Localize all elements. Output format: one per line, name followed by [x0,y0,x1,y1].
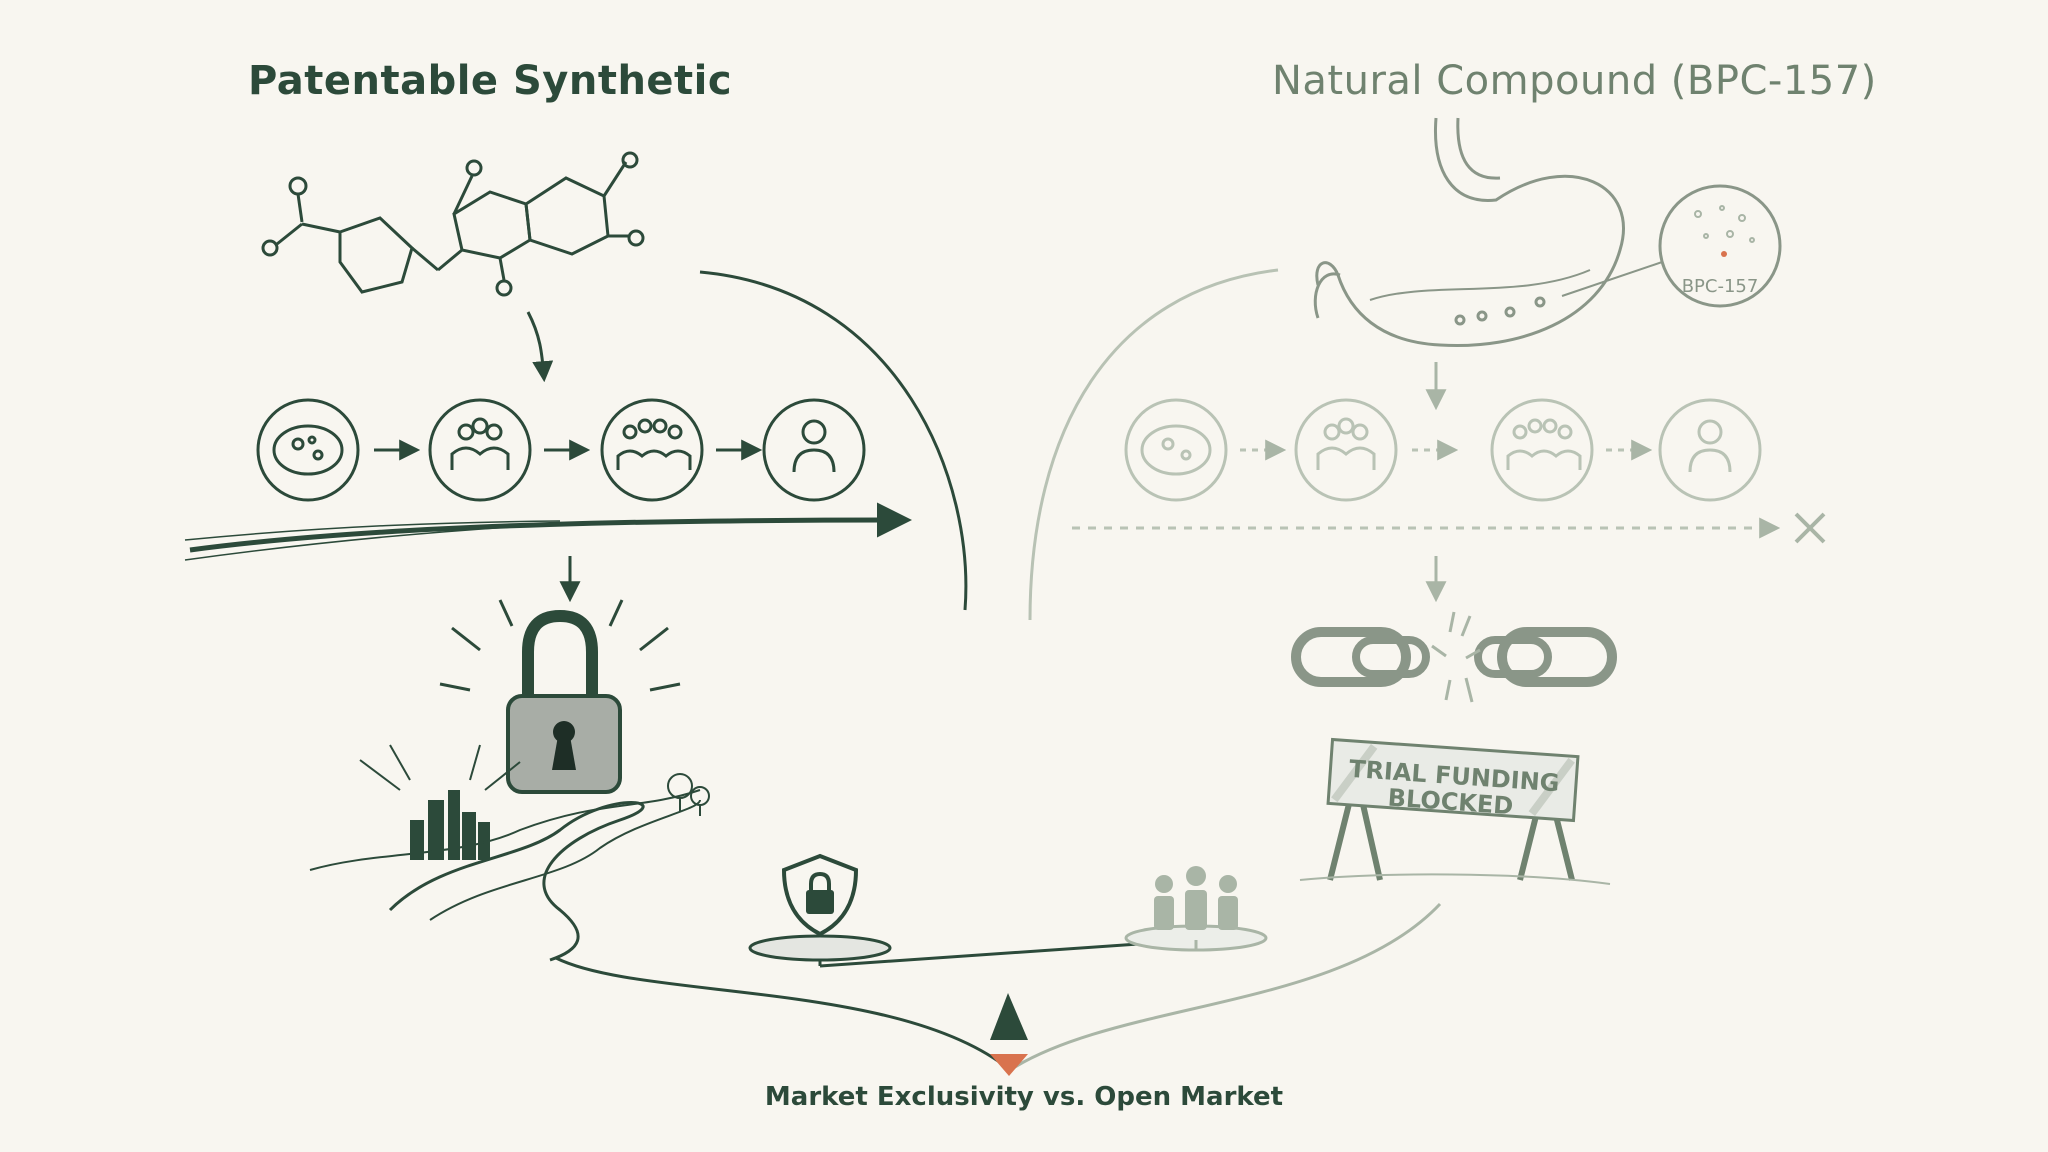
trial-funding-blocked-sign: TRIAL FUNDING BLOCKED [1299,737,1611,885]
bpc-bubble-label: BPC-157 [1682,276,1759,297]
right-pipeline [1124,398,1762,502]
city-road-landscape [309,744,710,962]
x-mark-icon [1794,512,1826,544]
caption-pointer-icon [990,1054,1028,1076]
bpc-pointer-line [1561,259,1669,297]
right-arc-curve [1028,268,1279,621]
title-natural-compound: Natural Compound (BPC-157) [1272,58,1877,104]
caption-market-exclusivity: Market Exclusivity vs. Open Market [764,1082,1284,1112]
large-group-icon [1490,398,1594,502]
stomach-icon [1313,117,1625,348]
molecule-to-pipeline-arrow [526,311,554,383]
left-converging-curve [555,956,1011,1072]
petri-dish-icon [256,398,360,502]
left-pipeline [256,398,866,502]
left-arc-curve [699,270,968,611]
padlock-icon [439,599,681,794]
molecule-structure-icon [261,151,645,297]
left-fast-track-arrow [184,502,912,561]
title-patentable-synthetic: Patentable Synthetic [248,58,733,104]
people-icon [1154,866,1238,930]
small-group-icon [1294,398,1398,502]
large-group-icon [600,398,704,502]
petri-dish-icon [1124,398,1228,502]
balance-scale [748,924,1268,1040]
shield-lock-icon [781,853,859,937]
broken-chain-icon [1291,611,1617,703]
right-converging-curve [1009,902,1442,1072]
single-person-icon [762,398,866,502]
single-person-icon [1658,398,1762,502]
bpc-molecule-bubble: BPC-157 [1658,184,1782,308]
small-group-icon [428,398,532,502]
